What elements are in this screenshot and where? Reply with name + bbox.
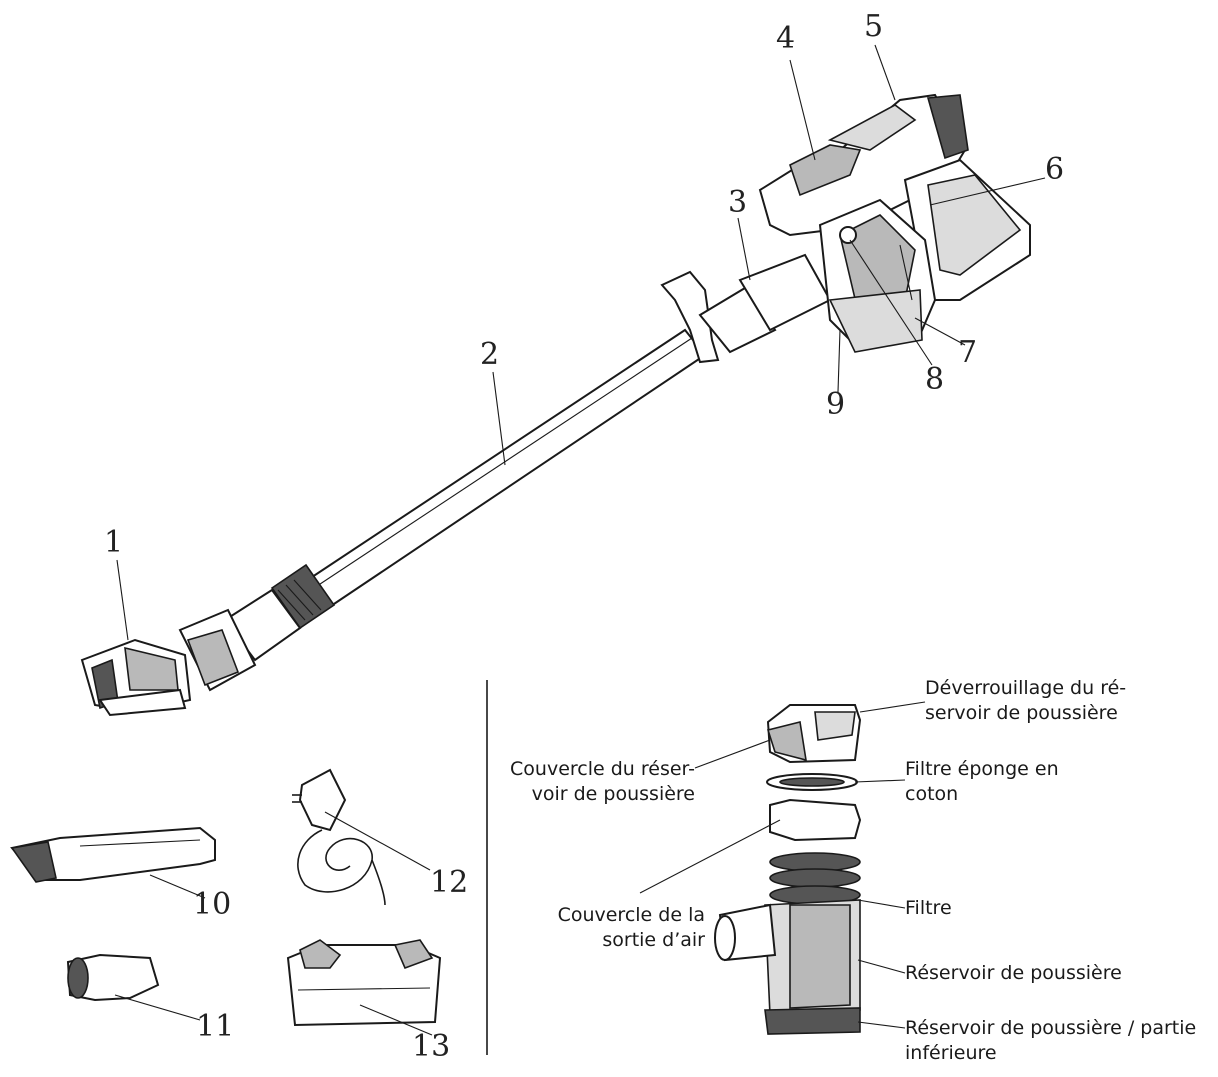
charger-drawing bbox=[292, 768, 431, 906]
label-sponge-filter: Filtre éponge en coton bbox=[905, 758, 1059, 805]
wall-mount-drawing bbox=[286, 939, 442, 1036]
brush-adapter-drawing bbox=[66, 953, 201, 1021]
callout-13: 13 bbox=[412, 1029, 451, 1064]
label-dust-release: Déverrouillage du ré- servoir de poussiè… bbox=[925, 677, 1127, 724]
label-air-outlet-cover: Couvercle de la sortie d’air bbox=[557, 904, 705, 951]
callout-6: 6 bbox=[1045, 152, 1065, 187]
callout-2: 2 bbox=[480, 337, 500, 372]
label-dust-tank-bottom: Réservoir de poussière / partie inférieu… bbox=[905, 1017, 1197, 1064]
callout-7: 7 bbox=[958, 335, 978, 370]
callout-10: 10 bbox=[193, 887, 232, 922]
dust-tank-exploded-drawing bbox=[639, 701, 926, 1035]
callout-12: 12 bbox=[430, 865, 469, 900]
vacuum-stick-drawing bbox=[80, 44, 1046, 717]
callout-1: 1 bbox=[104, 525, 124, 560]
callout-8: 8 bbox=[925, 362, 945, 397]
callout-11: 11 bbox=[196, 1009, 235, 1044]
callout-3: 3 bbox=[728, 185, 748, 220]
callout-9: 9 bbox=[826, 387, 846, 422]
label-dust-cover: Couvercle du réser- voir de poussière bbox=[510, 758, 695, 805]
callout-5: 5 bbox=[864, 9, 884, 44]
callout-4: 4 bbox=[776, 21, 796, 56]
label-dust-tank: Réservoir de poussière bbox=[905, 962, 1122, 984]
crevice-tool-drawing bbox=[10, 826, 216, 899]
label-filter: Filtre bbox=[905, 897, 952, 919]
